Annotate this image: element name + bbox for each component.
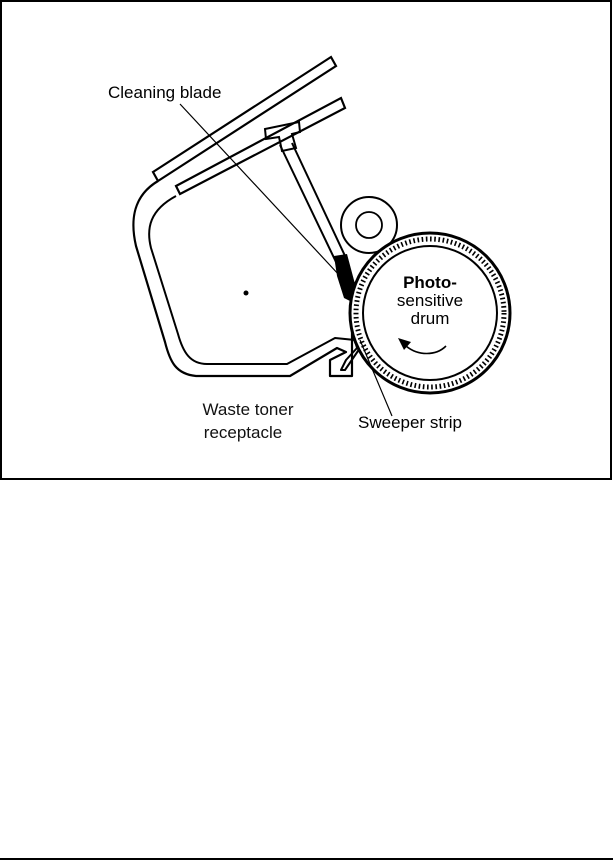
receptacle-dot (244, 291, 249, 296)
label-waste-line2: receptacle (204, 423, 282, 442)
lower-plate (176, 98, 345, 194)
toner-cleaning-diagram: Cleaning blade Photo- sensitive drum Was… (0, 0, 613, 481)
leader-cleaning-blade (180, 104, 340, 276)
label-waste-line1: Waste toner (202, 400, 293, 419)
upper-plate (153, 57, 336, 181)
label-cleaning-blade: Cleaning blade (108, 83, 221, 102)
page-footer-rule (0, 858, 613, 860)
label-drum-line1: Photo- (403, 273, 457, 292)
label-sweeper-strip: Sweeper strip (358, 413, 462, 432)
label-drum-line3: drum (411, 309, 450, 328)
blade-arm-right (292, 143, 346, 258)
label-drum-line2: sensitive (397, 291, 463, 310)
blade-arm-left (280, 145, 336, 262)
